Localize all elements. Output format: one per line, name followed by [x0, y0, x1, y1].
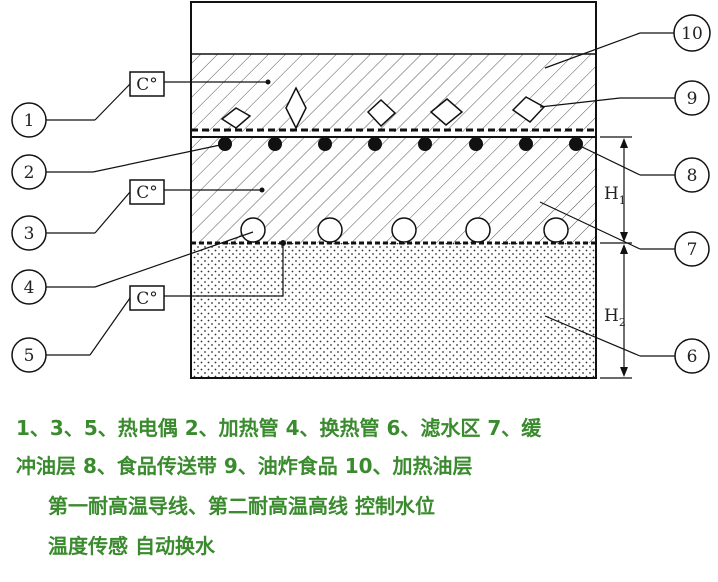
- callout-4: 4: [11, 231, 254, 305]
- svg-text:7: 7: [687, 240, 698, 260]
- h1-label: H1: [604, 184, 626, 207]
- legend-line-2: 冲油层 8、食品传送带 9、油炸食品 10、加热油层: [16, 454, 473, 478]
- heating-oil-layer: [191, 54, 596, 132]
- thermocouple-3: C°: [129, 179, 265, 205]
- svg-text:3: 3: [24, 224, 35, 244]
- callout-1: 1: [11, 83, 131, 138]
- svg-text:C°: C°: [136, 183, 158, 203]
- callout-10: 10: [544, 14, 711, 69]
- fried-food-items: [220, 86, 546, 130]
- callout-7: 7: [539, 201, 710, 267]
- callout-2: 2: [11, 143, 226, 190]
- legend-line-4: 温度传感 自动换水: [48, 534, 215, 558]
- svg-text:1: 1: [24, 111, 35, 131]
- svg-text:C°: C°: [136, 289, 158, 309]
- dimension-h1: [600, 136, 632, 244]
- svg-text:10: 10: [681, 24, 703, 44]
- svg-text:C°: C°: [136, 75, 158, 95]
- callout-8: 8: [575, 143, 710, 193]
- thermocouple-1: C°: [129, 71, 271, 97]
- svg-text:6: 6: [687, 347, 698, 367]
- legend-line-3: 第一耐高温导线、第二耐高温高线 控制水位: [48, 494, 435, 518]
- legend-line-1: 1、3、5、热电偶 2、加热管 4、换热管 6、滤水区 7、缓: [16, 416, 542, 440]
- svg-text:4: 4: [24, 278, 35, 298]
- fryer-diagram: C° C° C° 1 2 3 4 5: [11, 1, 711, 379]
- callout-9: 9: [539, 80, 710, 116]
- callout-3: 3: [11, 191, 131, 251]
- svg-text:5: 5: [24, 346, 35, 366]
- svg-text:9: 9: [687, 89, 698, 109]
- dimension-h2: [600, 244, 632, 379]
- svg-text:8: 8: [687, 166, 698, 186]
- heat-exchanger-tubes: [240, 217, 569, 243]
- water-filter-zone: [191, 243, 596, 378]
- h2-label: H2: [604, 306, 626, 329]
- thermocouple-5: C°: [129, 240, 286, 311]
- callout-5: 5: [11, 297, 131, 373]
- svg-text:2: 2: [24, 163, 35, 183]
